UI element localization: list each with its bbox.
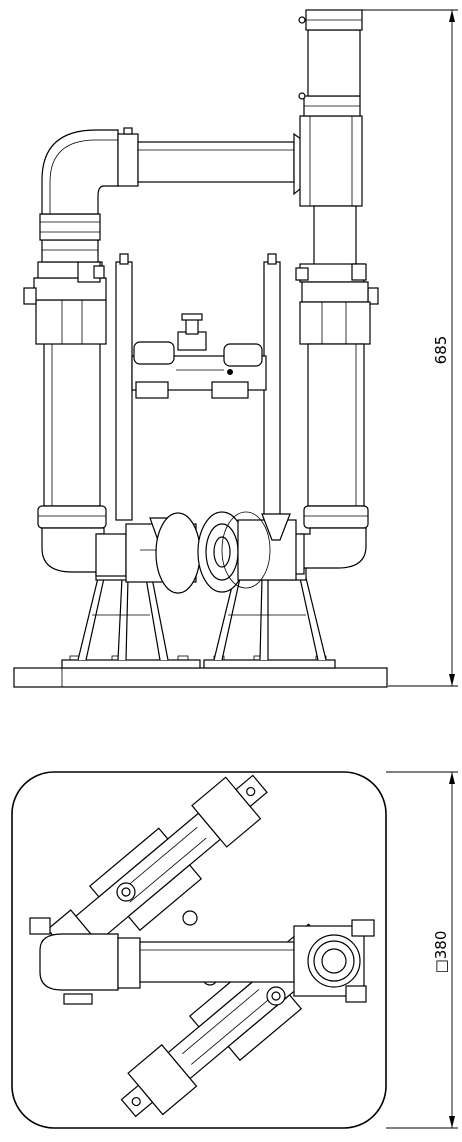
bottom-elbows bbox=[41, 527, 367, 577]
height-dimension bbox=[362, 9, 458, 687]
left-pump bbox=[125, 512, 201, 594]
footprint-label: □380 bbox=[432, 931, 450, 974]
front-view: 685 bbox=[13, 9, 458, 688]
right-riser-pipe bbox=[295, 205, 379, 529]
support-rods bbox=[115, 253, 281, 521]
top-manifold bbox=[41, 9, 363, 215]
top-view: □380 bbox=[11, 771, 458, 1129]
right-pump bbox=[197, 511, 297, 593]
height-label: 685 bbox=[432, 336, 450, 365]
left-riser-pipe bbox=[23, 213, 107, 529]
base-plate bbox=[13, 655, 388, 688]
top-view-manifold bbox=[29, 917, 375, 1005]
center-valve bbox=[131, 313, 267, 399]
footprint-dimension bbox=[386, 771, 458, 1129]
footprint-outline bbox=[11, 771, 387, 1129]
